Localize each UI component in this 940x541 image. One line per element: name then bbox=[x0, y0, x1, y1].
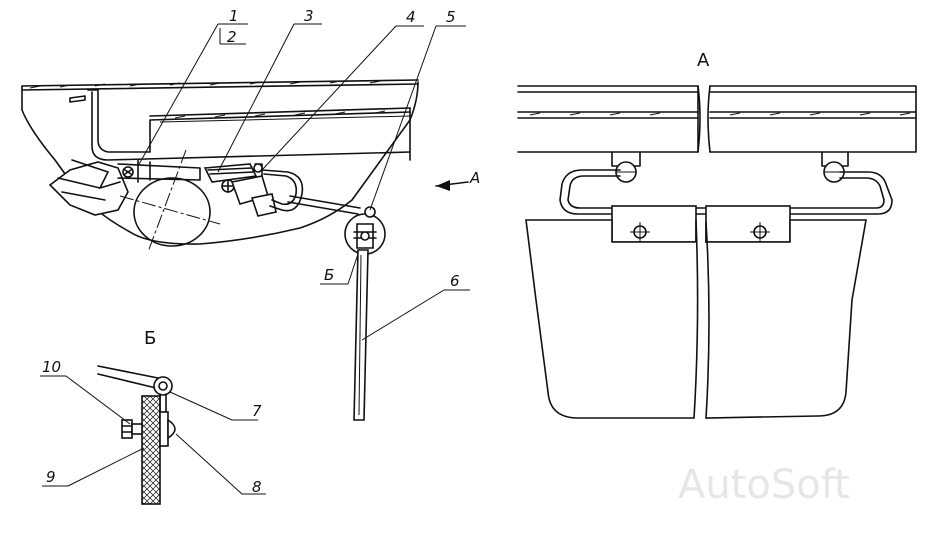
detail-b-marker: Б bbox=[324, 266, 334, 284]
bracket-left bbox=[48, 161, 129, 216]
callout-1: 1 bbox=[229, 7, 239, 25]
callout-7: 7 bbox=[252, 402, 262, 420]
callout-9: 9 bbox=[46, 468, 56, 486]
callout-8: 8 bbox=[252, 478, 262, 496]
support-rod bbox=[261, 169, 304, 212]
watermark: AutoSoft bbox=[678, 462, 850, 508]
view-a: А bbox=[517, 50, 917, 419]
callout-4: 4 bbox=[406, 8, 416, 26]
callout-leaders bbox=[137, 23, 470, 341]
callout-10: 10 bbox=[42, 358, 61, 376]
callout-6: 6 bbox=[450, 272, 460, 290]
wheel-arch-body bbox=[21, 81, 419, 245]
mudflap-left-half bbox=[525, 219, 699, 419]
detail-b-view: Б bbox=[97, 328, 176, 505]
main-side-view bbox=[21, 79, 419, 421]
detail-b-leaders bbox=[40, 375, 266, 495]
mudflap-right-half bbox=[705, 219, 867, 419]
callout-3: 3 bbox=[304, 7, 314, 25]
view-arrow-a: А bbox=[435, 169, 480, 191]
arrow-a-label: А bbox=[469, 169, 480, 187]
callout-2: 2 bbox=[227, 28, 237, 46]
view-b-title: Б bbox=[144, 328, 156, 349]
mudflap-side-edge bbox=[353, 249, 369, 421]
callout-5: 5 bbox=[446, 8, 456, 26]
view-a-title: А bbox=[697, 50, 710, 71]
